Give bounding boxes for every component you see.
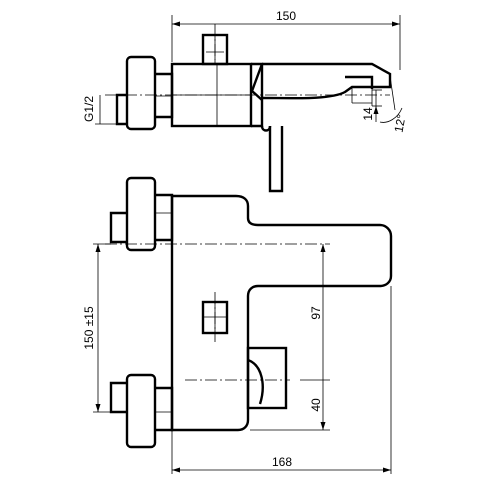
- top-connector: [155, 72, 174, 119]
- dim-center-distance: 150 ±15: [82, 306, 96, 350]
- front-mixer-body: [170, 194, 393, 432]
- top-spout: [261, 62, 392, 100]
- dim-spout-length: 150: [276, 9, 296, 23]
- top-wall-flange: [125, 55, 157, 131]
- dim-depth: 97: [309, 306, 323, 320]
- dim-spout-height: 14: [361, 107, 375, 121]
- front-view: [93, 176, 393, 474]
- front-lower-flange: [125, 373, 157, 449]
- top-handle-stem: [268, 126, 284, 193]
- dim-outlet-offset: 40: [309, 398, 323, 412]
- top-inlet-pipe: [115, 93, 127, 126]
- top-view: [95, 15, 403, 193]
- dim-thread: G1/2: [82, 96, 96, 122]
- dim-total-width: 168: [272, 455, 292, 469]
- dim-spout-angle: 12°: [392, 113, 409, 133]
- front-upper-pipe: [109, 211, 127, 244]
- front-upper-flange: [125, 176, 157, 252]
- front-outlet-block: [246, 346, 288, 410]
- front-lower-pipe: [109, 381, 127, 414]
